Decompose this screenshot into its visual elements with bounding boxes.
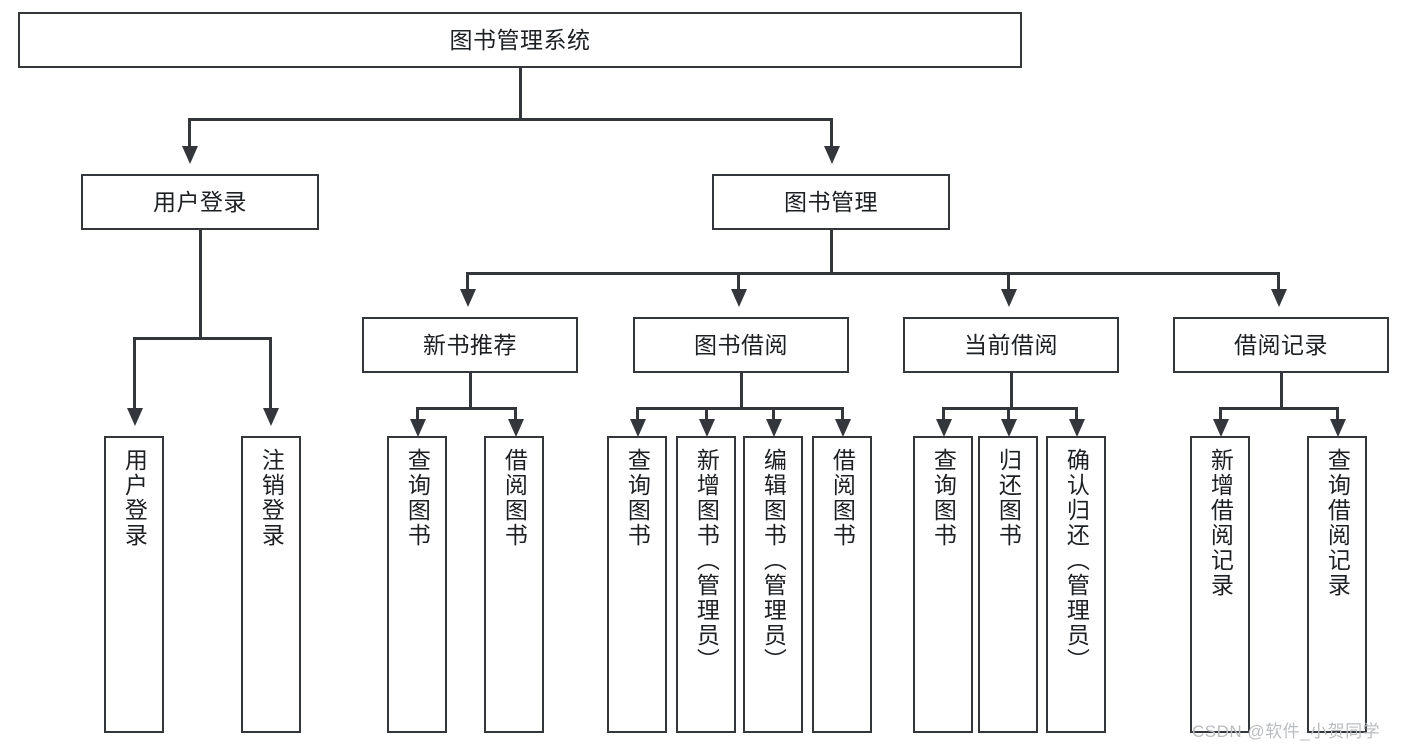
connector-user-login-bar [133, 337, 271, 340]
arrow-to-book-manage [824, 146, 840, 164]
leaf-bb-query-book[interactable]: 查询图书 [607, 436, 667, 733]
arrow-to-book-borrow [731, 289, 747, 307]
connector-bm-to-current-borrow [1007, 272, 1010, 291]
node-label: 查询借阅记录 [1324, 448, 1351, 598]
leaf-cb-confirm-return[interactable]: 确认归还（管理员） [1046, 436, 1106, 733]
node-label: 当前借阅 [964, 331, 1058, 358]
connector-nbr-child1 [416, 407, 419, 421]
node-current-borrow[interactable]: 当前借阅 [903, 317, 1119, 373]
connector-nbr-child2 [514, 407, 517, 421]
connector-cb-stem [1010, 373, 1013, 409]
node-label: 新增图书（管理员） [693, 448, 720, 673]
connector-bb-child3 [772, 407, 775, 421]
arrow-to-leaf-bb-borrow-book [835, 419, 851, 437]
arrow-to-leaf-cb-confirm-return [1069, 419, 1085, 437]
node-book-management[interactable]: 图书管理 [712, 174, 950, 230]
connector-br-stem [1280, 373, 1283, 409]
connector-nbr-stem [469, 373, 472, 409]
connector-cb-child2 [1007, 407, 1010, 421]
node-label: 新增借阅记录 [1207, 448, 1234, 598]
node-label: 用户登录 [121, 448, 148, 548]
connector-br-child2 [1336, 407, 1339, 421]
leaf-cb-return-book[interactable]: 归还图书 [978, 436, 1038, 733]
arrow-to-leaf-cb-query-book [936, 419, 952, 437]
node-label: 查询图书 [930, 448, 957, 548]
leaf-logout[interactable]: 注销登录 [241, 436, 301, 733]
arrow-to-leaf-bb-add-book [699, 419, 715, 437]
connector-cb-child1 [942, 407, 945, 421]
connector-bb-bar [636, 407, 844, 410]
connector-bb-child2 [705, 407, 708, 421]
connector-root-to-user-login [188, 118, 191, 148]
node-label: 用户登录 [153, 188, 247, 215]
arrow-to-leaf-br-query-record [1330, 419, 1346, 437]
node-root-system[interactable]: 图书管理系统 [18, 12, 1022, 68]
connector-user-login-child2 [269, 337, 272, 410]
node-label: 借阅图书 [829, 448, 856, 548]
node-label: 图书管理 [784, 188, 878, 215]
leaf-br-add-record[interactable]: 新增借阅记录 [1190, 436, 1250, 733]
node-borrow-record[interactable]: 借阅记录 [1173, 317, 1389, 373]
connector-bm-to-new-book [466, 272, 469, 291]
leaf-user-login[interactable]: 用户登录 [104, 436, 164, 733]
arrow-to-leaf-bb-query-book [630, 419, 646, 437]
node-label: 查询图书 [404, 448, 431, 548]
connector-bb-child1 [636, 407, 639, 421]
arrow-to-leaf-logout [263, 408, 279, 426]
arrow-to-leaf-bb-edit-book [766, 419, 782, 437]
arrow-to-leaf-cb-return-book [1001, 419, 1017, 437]
connector-bb-stem [740, 373, 743, 409]
arrow-to-leaf-user-login [127, 408, 143, 426]
connector-br-bar [1219, 407, 1339, 410]
leaf-nbr-query-book[interactable]: 查询图书 [387, 436, 447, 733]
connector-bm-to-book-borrow [737, 272, 740, 291]
leaf-cb-query-book[interactable]: 查询图书 [913, 436, 973, 733]
node-label: 新书推荐 [423, 331, 517, 358]
connector-user-login-stem [199, 230, 202, 339]
connector-bb-child4 [841, 407, 844, 421]
arrow-to-user-login [182, 146, 198, 164]
leaf-bb-add-book[interactable]: 新增图书（管理员） [676, 436, 736, 733]
connector-cb-child3 [1075, 407, 1078, 421]
connector-book-manage-bar [466, 272, 1278, 275]
node-label: 查询图书 [624, 448, 651, 548]
connector-nbr-bar [416, 407, 517, 410]
connector-root-to-book-manage [830, 118, 833, 148]
arrow-to-leaf-nbr-query-book [410, 419, 426, 437]
watermark-text: CSDN @软件_小贺同学 [1192, 722, 1381, 741]
node-new-book-recommend[interactable]: 新书推荐 [362, 317, 578, 373]
leaf-bb-borrow-book[interactable]: 借阅图书 [812, 436, 872, 733]
arrow-to-leaf-br-add-record [1213, 419, 1229, 437]
leaf-br-query-record[interactable]: 查询借阅记录 [1307, 436, 1367, 733]
node-label: 编辑图书（管理员） [760, 448, 787, 673]
node-label: 归还图书 [995, 448, 1022, 548]
connector-br-child1 [1219, 407, 1222, 421]
node-label: 确认归还（管理员） [1063, 448, 1090, 673]
connector-bm-to-borrow-record [1277, 272, 1280, 291]
node-label: 图书管理系统 [449, 26, 591, 53]
arrow-to-borrow-record [1271, 289, 1287, 307]
node-label: 借阅图书 [501, 448, 528, 548]
connector-root-bar [188, 118, 833, 121]
node-label: 借阅记录 [1234, 331, 1328, 358]
leaf-bb-edit-book[interactable]: 编辑图书（管理员） [743, 436, 803, 733]
leaf-nbr-borrow-book[interactable]: 借阅图书 [484, 436, 544, 733]
node-label: 注销登录 [258, 448, 285, 548]
node-user-login[interactable]: 用户登录 [81, 174, 319, 230]
arrow-to-new-book-recommend [460, 289, 476, 307]
node-book-borrow[interactable]: 图书借阅 [633, 317, 849, 373]
connector-book-manage-stem [830, 230, 833, 274]
connector-user-login-child1 [133, 337, 136, 410]
arrow-to-current-borrow [1001, 289, 1017, 307]
node-label: 图书借阅 [694, 331, 788, 358]
connector-root-stem [519, 68, 522, 120]
arrow-to-leaf-nbr-borrow-book [508, 419, 524, 437]
